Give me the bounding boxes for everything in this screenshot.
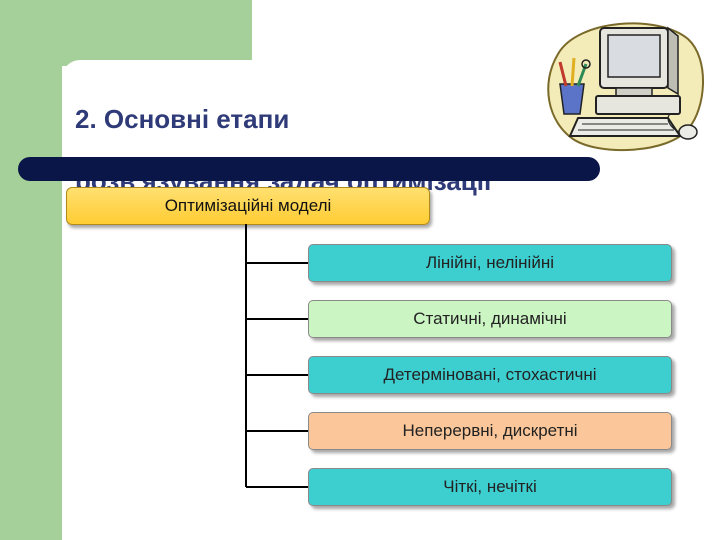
child-node-label: Чіткі, нечіткі bbox=[443, 477, 537, 496]
computer-clipart-icon bbox=[547, 22, 705, 152]
slide-title-line-1: 2. Основні етапи bbox=[75, 104, 290, 134]
child-node-label: Лінійні, нелінійні bbox=[425, 253, 554, 272]
child-node-label: Неперервні, дискретні bbox=[402, 421, 578, 440]
decor-green-bar-left bbox=[0, 0, 62, 540]
child-node-label: Статичні, динамічні bbox=[413, 309, 567, 328]
root-node-label: Оптимізаційні моделі bbox=[164, 196, 332, 215]
child-node-fuzziness: Чіткі, нечіткі bbox=[308, 468, 672, 506]
child-node-linearity: Лінійні, нелінійні bbox=[308, 244, 672, 282]
title-rule bbox=[18, 157, 600, 181]
child-node-label: Детерміновані, стохастичні bbox=[383, 365, 597, 384]
child-node-determinism: Детерміновані, стохастичні bbox=[308, 356, 672, 394]
child-node-continuity: Неперервні, дискретні bbox=[308, 412, 672, 450]
root-node: Оптимізаційні моделі bbox=[66, 187, 430, 225]
child-node-statics: Статичні, динамічні bbox=[308, 300, 672, 338]
